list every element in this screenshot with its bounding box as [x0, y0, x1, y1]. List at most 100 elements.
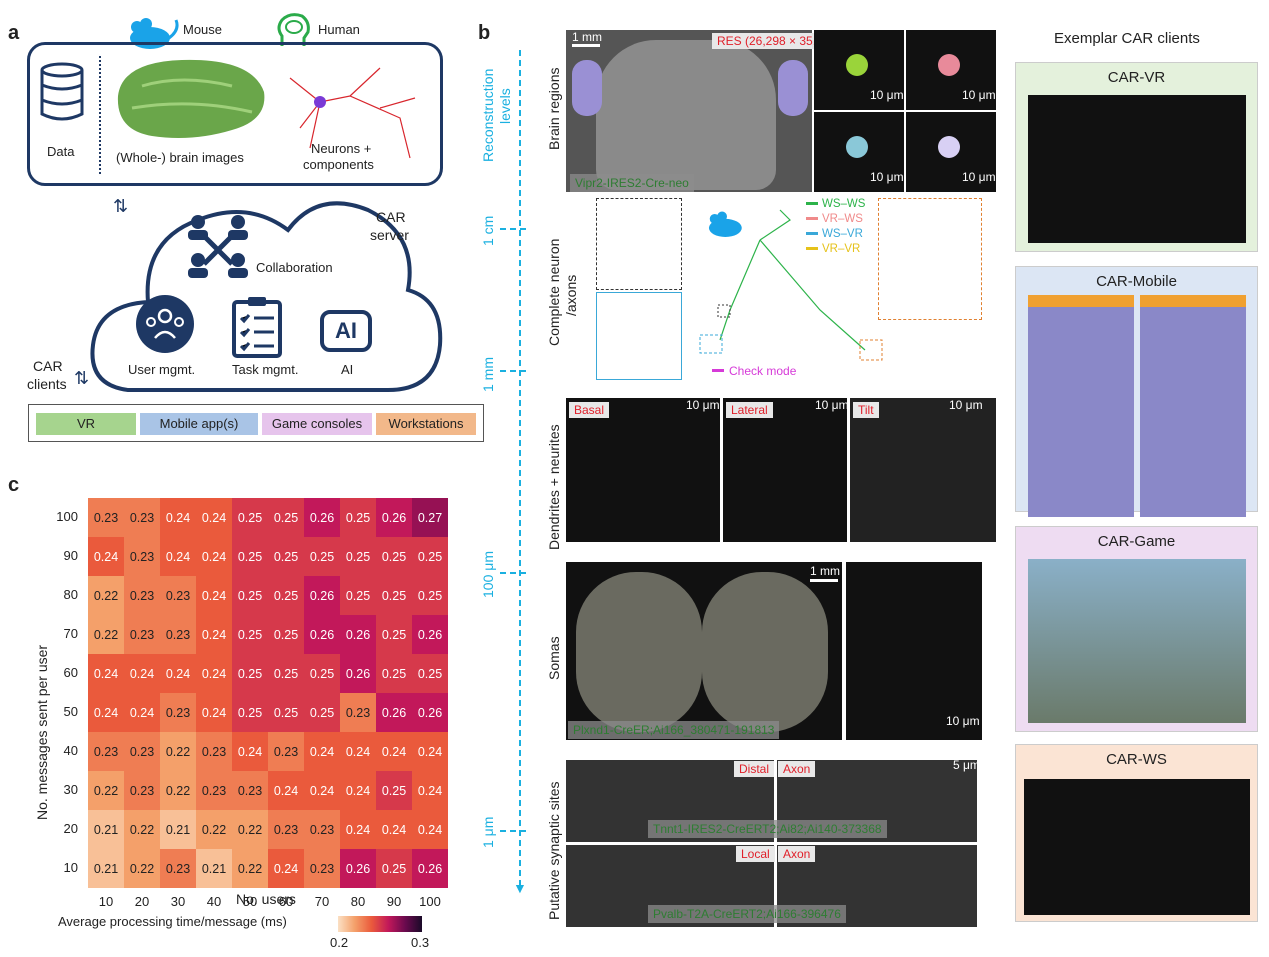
check-mode-label: Check mode: [729, 364, 797, 378]
heatmap-cell: 0.25: [268, 498, 304, 537]
scale-tick-line-1mm: [500, 370, 526, 372]
soma-tile-1-scale: 10 μm: [870, 88, 904, 102]
heatmap-x-tick: 80: [350, 894, 366, 909]
client-sync-arrows-icon: ⇅: [74, 368, 90, 388]
heatmap-y-tick: 100: [56, 509, 78, 524]
task-management-icon: [232, 297, 282, 358]
client-mobile-screen-2: [1140, 295, 1246, 517]
synapse-tag-distal: Distal: [734, 761, 775, 777]
client-card-game: CAR-Game: [1015, 526, 1258, 732]
heatmap-cell: 0.22: [88, 615, 124, 654]
task-mgmt-label: Task mgmt.: [232, 362, 299, 377]
heatmap-cell: 0.24: [196, 576, 232, 615]
heatmap-cell: 0.21: [196, 849, 232, 888]
client-card-mobile: CAR-Mobile: [1015, 266, 1258, 517]
user-mgmt-label: User mgmt.: [128, 362, 196, 377]
heatmap-cell: 0.25: [268, 537, 304, 576]
ai-icon-text: AI: [335, 318, 357, 343]
legend-label: VR–WS: [822, 213, 863, 225]
heatmap-cell: 0.23: [268, 810, 304, 849]
legend-entry: WS–VR: [806, 228, 863, 240]
colorbar-label: Average processing time/message (ms): [58, 914, 287, 929]
heatmap-cell: 0.25: [232, 654, 268, 693]
brain-scalebar: [572, 44, 600, 47]
legend-swatch: [806, 232, 818, 236]
soma-tile-1-cell: [846, 54, 868, 76]
clients-heading: Exemplar CAR clients: [1054, 30, 1200, 47]
row-label-neuron-1: Complete neuron: [546, 238, 562, 346]
inset-blue-box: [596, 292, 682, 380]
client-ws-screenshot: [1024, 779, 1250, 915]
heatmap-cell: 0.26: [304, 498, 340, 537]
heatmap-cell: 0.24: [412, 732, 448, 771]
human-brain-icon: [277, 13, 310, 46]
heatmap-cell: 0.24: [232, 732, 268, 771]
brain-caption: Vipr2-IRES2-Cre-neo: [570, 174, 694, 192]
heatmap-cell: 0.24: [340, 771, 376, 810]
client-types-bar: [28, 404, 484, 442]
heatmap-y-tick: 30: [63, 782, 78, 797]
heatmap-cell: 0.23: [304, 849, 340, 888]
heatmap-cell: 0.24: [88, 654, 124, 693]
heatmap-cell: 0.25: [268, 615, 304, 654]
user-management-icon: [136, 295, 194, 353]
mouse-icon-neuron-row: [708, 211, 742, 237]
client-vr-screenshot: [1028, 95, 1246, 243]
soma-scale-label: 1 mm: [810, 564, 840, 578]
clients-label-1: CAR: [33, 358, 63, 374]
heatmap-cell: 0.22: [160, 771, 196, 810]
scale-tick-1cm: 1 cm: [480, 215, 496, 246]
collaboration-icon: [188, 215, 248, 278]
heatmap-cell: 0.26: [340, 849, 376, 888]
heatmap-cell: 0.22: [196, 810, 232, 849]
dendrite-scale-tilt: 10 μm: [949, 398, 983, 412]
heatmap-y-tick: 20: [63, 821, 78, 836]
levels-axis-title-2: levels: [497, 88, 513, 124]
data-sources-box: [27, 42, 443, 186]
scale-tick-line-100um: [500, 572, 526, 574]
heatmap-cell: 0.25: [232, 537, 268, 576]
heatmap-cell: 0.23: [268, 732, 304, 771]
heatmap-cell: 0.23: [160, 615, 196, 654]
heatmap-cell: 0.25: [340, 498, 376, 537]
row-label-somas: Somas: [546, 636, 562, 680]
client-type-workstations: Workstations: [376, 413, 476, 435]
legend-swatch: [806, 247, 818, 251]
heatmap-y-tick: 40: [63, 743, 78, 758]
heatmap-cell: 0.25: [412, 537, 448, 576]
soma-zoom-image: 10 μm: [846, 562, 982, 740]
heatmap-cell: 0.25: [304, 537, 340, 576]
heatmap-cell: 0.24: [124, 654, 160, 693]
heatmap-cell: 0.26: [340, 615, 376, 654]
heatmap-cell: 0.23: [160, 576, 196, 615]
heatmap-cell: 0.24: [196, 615, 232, 654]
brain-images-label: (Whole-) brain images: [116, 150, 244, 165]
synapse-scale-label: 5 μm: [953, 758, 980, 772]
heatmap-cell: 0.26: [340, 654, 376, 693]
heatmap-cell: 0.25: [268, 693, 304, 732]
heatmap-cell: 0.25: [232, 615, 268, 654]
heatmap-cell: 0.25: [340, 576, 376, 615]
soma-tile-4: 10 μm: [906, 112, 996, 192]
heatmap-cell: 0.24: [412, 810, 448, 849]
synapse-caption-1: Tnnt1-IRES2-CreERT2;Ai82;Ai140-373368: [648, 820, 887, 838]
client-mobile-screen-1: [1028, 295, 1134, 517]
dendrite-image-tilt: [850, 398, 996, 542]
heatmap-cell: 0.24: [376, 810, 412, 849]
heatmap-cell: 0.25: [304, 654, 340, 693]
heatmap-cell: 0.24: [268, 849, 304, 888]
heatmap-cell: 0.22: [88, 771, 124, 810]
legend-entry: VR–VR: [806, 243, 860, 255]
heatmap-cell: 0.25: [268, 654, 304, 693]
heatmap-x-tick: 100: [419, 894, 441, 909]
client-card-game-title: CAR-Game: [1097, 533, 1176, 550]
heatmap-cell: 0.25: [376, 576, 412, 615]
data-divider: [99, 56, 101, 174]
scale-tick-1mm: 1 mm: [480, 357, 496, 392]
heatmap-cell: 0.23: [124, 615, 160, 654]
client-card-mobile-title: CAR-Mobile: [1096, 273, 1177, 290]
heatmap-cell: 0.25: [268, 576, 304, 615]
server-label-1: CAR: [376, 209, 406, 225]
legend-label: WS–WS: [822, 198, 866, 210]
heatmap-cell: 0.25: [376, 615, 412, 654]
